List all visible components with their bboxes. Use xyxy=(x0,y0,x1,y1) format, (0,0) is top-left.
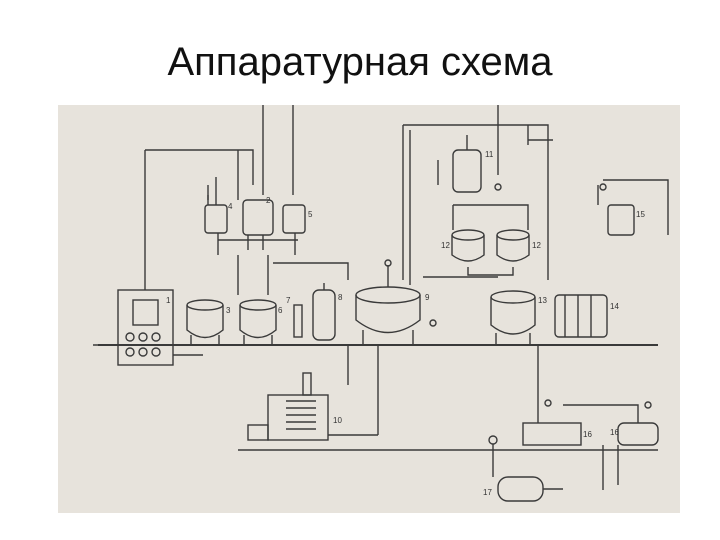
label-9: 9 xyxy=(425,293,430,302)
label-16a: 16 xyxy=(583,430,592,439)
reactor-6: 6 xyxy=(239,299,283,345)
tank-16a: 16 xyxy=(522,399,592,446)
label-4: 4 xyxy=(228,202,233,211)
label-17: 17 xyxy=(483,488,492,497)
label-5: 5 xyxy=(308,210,313,219)
reactor-13: 13 xyxy=(490,290,547,345)
process-flow-diagram-photo: 1 4 2 5 3 6 8 7 xyxy=(58,105,680,513)
label-12b: 12 xyxy=(532,241,541,250)
vessel-15: 15 xyxy=(599,183,645,236)
unit-1-controller: 1 xyxy=(93,150,203,366)
top-pipe-far xyxy=(497,105,553,175)
column-8: 8 xyxy=(312,283,343,341)
reactor-12b: 12 xyxy=(496,229,541,262)
label-12a: 12 xyxy=(441,241,450,250)
tank-4: 4 xyxy=(204,177,233,234)
label-10: 10 xyxy=(333,416,342,425)
label-16b: 16 xyxy=(610,428,619,437)
label-14: 14 xyxy=(610,302,619,311)
top-pipe-loop xyxy=(145,149,254,200)
tank-5: 5 xyxy=(282,204,313,234)
label-8: 8 xyxy=(338,293,343,302)
tank-16b: 16 xyxy=(610,401,659,446)
separator-7: 7 xyxy=(286,296,303,338)
slide-title: Аппаратурная схема xyxy=(167,40,553,84)
reactor-3: 3 xyxy=(186,299,231,345)
label-1: 1 xyxy=(166,296,171,305)
tank-2: 2 xyxy=(242,196,274,250)
label-13: 13 xyxy=(538,296,547,305)
label-11: 11 xyxy=(485,150,494,159)
vessel-11: 11 xyxy=(437,135,502,193)
reactor-12a: 12 xyxy=(441,229,485,262)
label-15: 15 xyxy=(636,210,645,219)
top-pipe-right xyxy=(402,124,549,285)
label-2: 2 xyxy=(266,196,271,205)
label-3: 3 xyxy=(226,306,231,315)
top-pipe-left xyxy=(262,105,294,195)
right-pipe xyxy=(597,179,669,235)
boiler-10: 10 xyxy=(247,345,379,441)
pump-17: 17 xyxy=(483,435,563,502)
reactor-9: 9 xyxy=(355,259,437,345)
barrel-14: 14 xyxy=(554,294,619,338)
label-7: 7 xyxy=(286,296,291,305)
label-6: 6 xyxy=(278,306,283,315)
